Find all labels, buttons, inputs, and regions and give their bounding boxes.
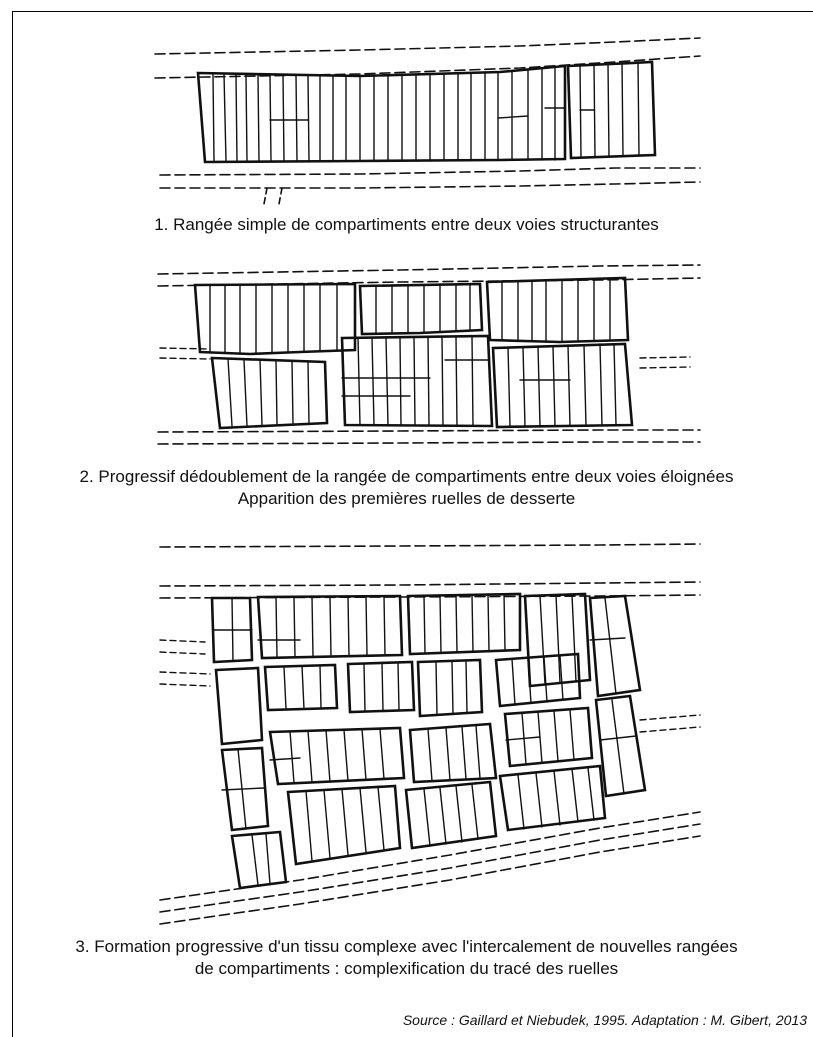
diagram-3-lower-road-3 (159, 835, 701, 925)
diagram-3-block-8 (346, 660, 416, 714)
diagram-2-east-lane (639, 356, 691, 369)
diagram-2-upper-road-top (157, 264, 701, 275)
caption-diagram-2-line-2: Apparition des premières ruelles de dess… (237, 489, 576, 508)
diagram-3-block-16 (230, 830, 288, 890)
diagram-2-west-lane (159, 347, 211, 360)
diagram-1-upper-road-top (154, 37, 701, 55)
source-credit: Source : Gaillard et Niebudek, 1995. Ada… (402, 1012, 807, 1028)
diagram-2-block-sw (210, 356, 329, 430)
diagram-2-lower-road-bottom (157, 441, 701, 445)
diagram-3-block-7 (263, 663, 339, 712)
caption-diagram-2-line-1: 2. Progressif dédoublement de la rangée … (79, 467, 734, 486)
diagram-2-block-s (340, 334, 494, 428)
diagram-3-lower-road-2 (159, 823, 701, 913)
diagram-1-alley (263, 187, 283, 205)
diagram-3-plot-lines (213, 593, 637, 886)
diagram-3-west-lanes (159, 639, 211, 687)
diagram-3-block-2 (256, 594, 404, 660)
diagram-3-block-18 (404, 780, 498, 850)
diagram-3-block-4 (523, 592, 592, 688)
diagram-2-block-nw (193, 282, 357, 356)
diagram-1-lower-road-top (159, 167, 701, 176)
diagram-3-block-5 (588, 594, 642, 698)
frame-left-border (12, 11, 13, 1037)
diagram-3-block-10 (494, 652, 582, 708)
diagram-3-block-15 (594, 694, 647, 798)
diagram-2-block-n (358, 282, 484, 336)
diagram-2-block-ne (485, 276, 630, 344)
caption-diagram-3-line-1: 3. Formation progressive d'un tissu comp… (75, 937, 738, 956)
diagram-2-lower-road-top (157, 429, 701, 433)
diagram-3-block-1 (210, 596, 254, 664)
diagram-3-block-6 (214, 666, 264, 746)
diagram-1 (154, 37, 701, 205)
caption-diagram-1: 1. Rangée simple de compartiments entre … (154, 215, 659, 234)
diagram-3-block-12 (268, 726, 406, 786)
diagram-1-block-east (566, 60, 657, 160)
diagram-3-upper-road-2 (159, 581, 701, 587)
caption-diagram-3-line-2: de compartiments : complexification du t… (194, 959, 619, 978)
diagram-3-block-19 (498, 764, 607, 832)
diagram-3-block-9 (416, 658, 484, 718)
diagram-1-lower-road-bottom (159, 181, 701, 189)
diagram-3-upper-road-1 (159, 543, 701, 548)
diagram-3-block-14 (503, 706, 594, 768)
diagram-3-block-3 (406, 592, 522, 656)
diagram-1-block (196, 64, 567, 164)
diagram-3-block-17 (286, 784, 402, 866)
diagram-2 (157, 264, 701, 445)
diagram-1-plot-lines (212, 61, 640, 162)
diagram-3-block-11 (220, 746, 270, 832)
diagram-3 (159, 543, 701, 925)
frame-top-border (12, 11, 813, 12)
diagram-2-plot-lines (209, 277, 617, 428)
diagram-3-block-13 (408, 722, 498, 784)
diagram-2-block-se (491, 342, 634, 429)
diagram-3-east-lanes (639, 714, 701, 733)
